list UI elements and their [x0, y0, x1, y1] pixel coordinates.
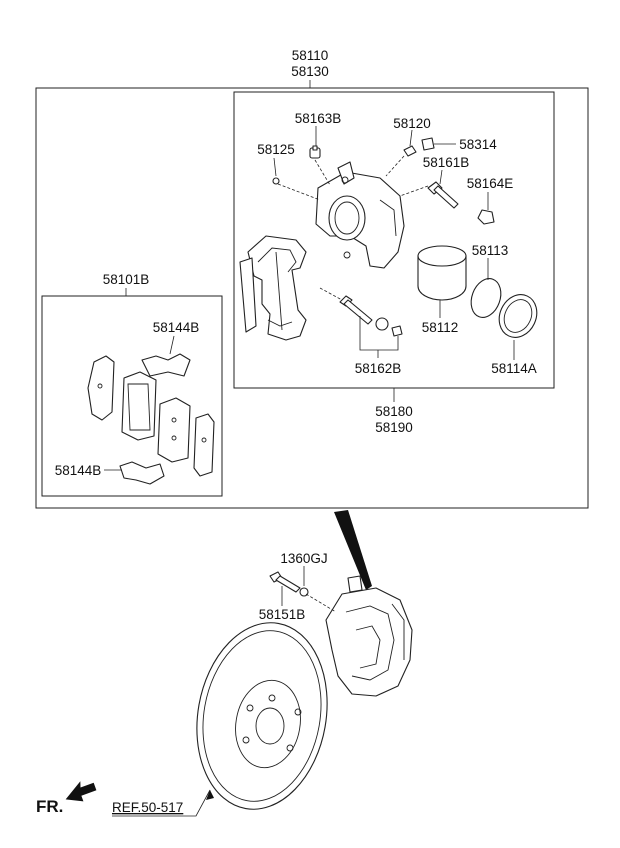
brake-disc — [196, 622, 328, 810]
pad-outer-left — [87, 355, 115, 421]
pad-outer-right — [193, 413, 215, 477]
label-caliper-plug: 58125 — [257, 142, 295, 157]
label-guide-pin-kit: 58162B — [355, 361, 402, 376]
label-fr: FR. — [36, 797, 63, 816]
label-piston-seal: 58113 — [472, 243, 509, 258]
label-caliper-body-2: 58190 — [375, 420, 413, 435]
pad-right — [157, 397, 191, 463]
label-assembly-1: 58110 — [292, 48, 329, 63]
leader — [112, 789, 211, 817]
leader — [169, 335, 175, 355]
caliper-bracket — [239, 235, 307, 341]
label-guide-bolt: 58161B — [423, 155, 470, 170]
fr-arrow-icon — [65, 781, 97, 802]
bleeder-screw — [403, 145, 417, 157]
label-bleeder-screw: 58120 — [393, 116, 431, 131]
ref-arrowhead — [206, 790, 214, 800]
guide-line — [305, 593, 337, 613]
guide-line — [277, 183, 321, 201]
piston-boot — [498, 294, 538, 338]
piston — [417, 245, 467, 301]
label-pad-kit: 58101B — [103, 272, 150, 287]
guide-pin-kit — [339, 295, 403, 337]
label-washer-bolt: 1360GJ — [280, 551, 327, 566]
guide-line — [385, 155, 405, 177]
label-pad-clip-upper: 58144B — [153, 320, 200, 335]
bleeder-cap — [309, 145, 321, 159]
pad-left — [121, 371, 157, 441]
caliper-plug — [272, 177, 280, 185]
piston-seal — [470, 278, 502, 318]
bleeder-small-cap — [421, 137, 435, 151]
pad-clip-lower — [119, 461, 165, 485]
label-piston-boot: 58114A — [491, 361, 537, 376]
label-ref: REF.50-517 — [112, 800, 183, 815]
label-bleeder-cap: 58163B — [295, 111, 342, 126]
label-bleeder-small-cap: 58314 — [459, 137, 497, 152]
label-caliper-body-1: 58180 — [375, 404, 413, 419]
guide-boot — [477, 209, 495, 225]
label-piston: 58112 — [422, 320, 459, 335]
leader — [273, 157, 277, 177]
pointer-wedge-icon — [334, 510, 372, 590]
guide-line — [399, 185, 429, 197]
mount-bolt — [269, 571, 301, 593]
pad-clip-upper — [141, 353, 191, 377]
leader — [409, 129, 413, 147]
leader — [439, 169, 443, 185]
label-guide-boot: 58164E — [467, 176, 514, 191]
caliper-housing — [315, 161, 405, 269]
caliper-assembled — [325, 575, 413, 697]
pad-kit-frame — [41, 295, 223, 497]
guide-line — [319, 287, 343, 301]
label-assembly-2: 58130 — [291, 64, 329, 79]
assembly-frame — [35, 87, 589, 509]
label-pad-clip-lower: 58144B — [55, 463, 102, 478]
guide-bolt — [427, 181, 459, 209]
guide-line — [314, 159, 331, 186]
label-mount-bolt: 58151B — [259, 607, 306, 622]
leader — [359, 316, 399, 351]
